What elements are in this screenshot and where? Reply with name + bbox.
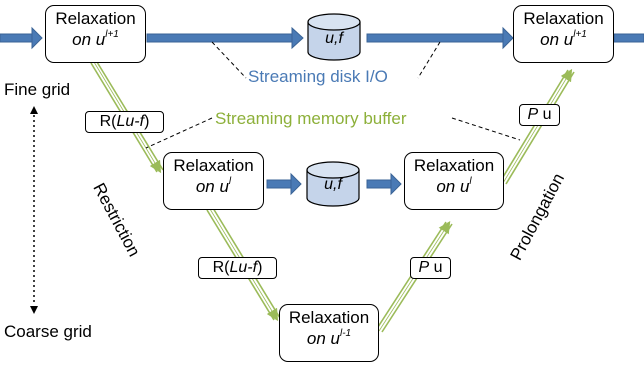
prolongation-operator-mid: P u	[410, 257, 451, 279]
fine-grid-label: Fine grid	[4, 80, 71, 99]
node-subtitle: on ul+1	[72, 29, 119, 50]
disk-arrow-top-out	[613, 33, 644, 43]
disk-cylinder-top-shape	[307, 13, 361, 61]
disk-cylinder-mid: u,f	[308, 164, 358, 204]
node-title: Relaxation	[413, 156, 495, 175]
disk-label: u,f	[325, 30, 343, 47]
node-title: Relaxation	[523, 9, 604, 28]
node-title: Relaxation	[288, 308, 370, 327]
coarse-grid-label: Coarse grid	[4, 322, 92, 341]
node-title: Relaxation	[55, 9, 136, 28]
relaxation-node-mid-left: Relaxation on ul	[163, 152, 264, 210]
relaxation-node-top-left: Relaxation on ul+1	[45, 5, 146, 63]
restriction-operator-mid: R(Lu-f)	[198, 257, 277, 279]
disk-arrow-top-in	[0, 26, 43, 50]
disk-arrow-mid-from-disk	[366, 172, 402, 196]
node-subtitle: on ul-1	[306, 328, 352, 349]
streaming-disk-io-label: Streaming disk I/O	[248, 67, 388, 86]
disk-arrow-mid-to-disk	[266, 172, 302, 196]
node-subtitle: on ul+1	[540, 29, 587, 50]
disk-arrow-top-from-disk	[366, 26, 514, 50]
restriction-operator-top: R(Lu-f)	[85, 111, 164, 133]
disk-label: u,f	[324, 176, 342, 193]
streaming-memory-buffer-label: Streaming memory buffer	[215, 109, 407, 128]
prolongation-operator-top: P u	[519, 104, 560, 126]
relaxation-node-top-right: Relaxation on ul+1	[513, 5, 614, 63]
node-title: Relaxation	[173, 156, 254, 175]
disk-cylinder-mid-shape	[306, 161, 360, 207]
disk-cylinder-top: u,f	[309, 18, 359, 58]
memory-arrow-prolong-top	[499, 68, 575, 185]
callout-memory-buffer	[145, 117, 521, 149]
grid-level-axis	[30, 106, 38, 314]
relaxation-node-mid-right: Relaxation on ul	[404, 152, 504, 210]
relaxation-node-bottom: Relaxation on ul-1	[279, 304, 379, 362]
callout-disk-io	[211, 41, 441, 79]
node-subtitle: on ul	[436, 176, 472, 197]
node-subtitle: on ul	[195, 176, 232, 197]
disk-arrow-top-to-disk	[146, 26, 304, 50]
